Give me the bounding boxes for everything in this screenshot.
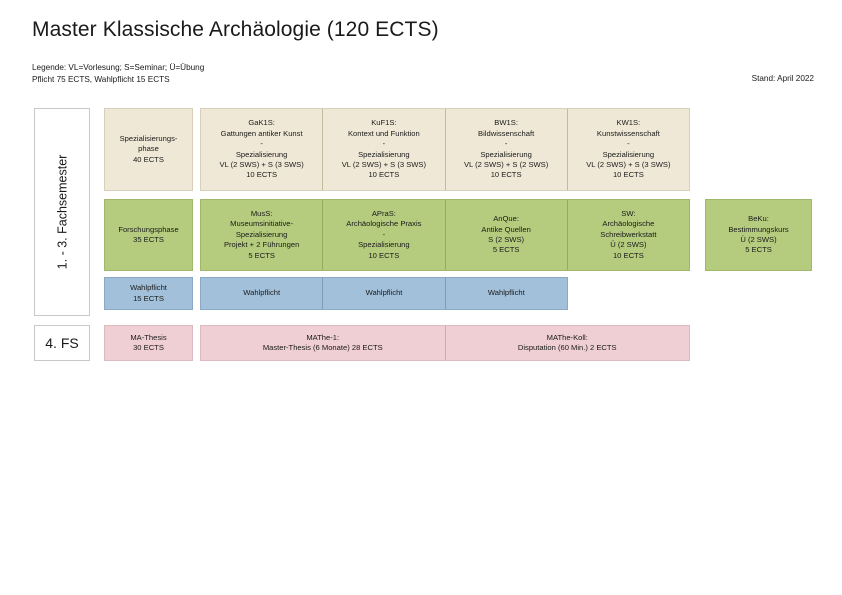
module-apras[interactable]: APraS: Archäologische Praxis - Spezialis… xyxy=(323,200,446,270)
module-gak1s[interactable]: GaK1S: Gattungen antiker Kunst - Spezial… xyxy=(201,109,324,190)
module-kuf1s[interactable]: KuF1S: Kontext und Funktion - Spezialisi… xyxy=(323,109,446,190)
module-bw1s-text: BW1S: Bildwissenschaft - Spezialisierung… xyxy=(463,118,549,180)
row-spezialisierungsphase: GaK1S: Gattungen antiker Kunst - Spezial… xyxy=(200,108,690,191)
version-date: Stand: April 2022 xyxy=(751,74,814,83)
phase-ma-thesis: MA-Thesis 30 ECTS xyxy=(104,325,193,361)
phase-spezialisierungsphase: Spezialisierungs- phase 40 ECTS xyxy=(104,108,193,191)
module-kw1s[interactable]: KW1S: Kunstwissenschaft - Spezialisierun… xyxy=(568,109,689,190)
semester-label-4: 4. FS xyxy=(34,325,90,361)
module-kuf1s-text: KuF1S: Kontext und Funktion - Spezialisi… xyxy=(341,118,427,180)
module-bw1s[interactable]: BW1S: Bildwissenschaft - Spezialisierung… xyxy=(446,109,568,190)
row-thesis: MAThe-1: Master-Thesis (6 Monate) 28 ECT… xyxy=(200,325,690,361)
legend-line-2: Pflicht 75 ECTS, Wahlpflicht 15 ECTS xyxy=(32,75,170,84)
module-muss[interactable]: MusS: Museumsinitiative- Spezialisierung… xyxy=(201,200,324,270)
module-sw[interactable]: SW: Archäologische Schreibwerkstatt Ü (2… xyxy=(600,208,657,260)
module-kw1s-text: KW1S: Kunstwissenschaft - Spezialisierun… xyxy=(586,118,671,180)
module-mathe-1[interactable]: MAThe-1: Master-Thesis (6 Monate) 28 ECT… xyxy=(201,326,446,360)
row-forschungsphase: MusS: Museumsinitiative- Spezialisierung… xyxy=(200,199,690,271)
wahlpflicht-slot-1[interactable]: Wahlpflicht xyxy=(201,278,324,309)
module-anque[interactable]: AnQue: Antike Quellen S (2 SWS) 5 ECTS xyxy=(446,200,568,270)
legend: Legende: VL=Vorlesung; S=Seminar; Ü=Übun… xyxy=(32,62,204,86)
phase-wahlpflicht: Wahlpflicht 15 ECTS xyxy=(104,277,193,310)
page-title: Master Klassische Archäologie (120 ECTS) xyxy=(32,18,439,41)
phase-forschungsphase: Forschungsphase 35 ECTS xyxy=(104,199,193,271)
wahlpflicht-slot-2[interactable]: Wahlpflicht xyxy=(323,278,446,309)
module-gak1s-text: GaK1S: Gattungen antiker Kunst - Spezial… xyxy=(219,118,304,180)
module-mathe-koll[interactable]: MAThe-Koll: Disputation (60 Min.) 2 ECTS xyxy=(517,332,617,352)
legend-line-1: Legende: VL=Vorlesung; S=Seminar; Ü=Übun… xyxy=(32,63,205,72)
row-wahlpflicht: Wahlpflicht Wahlpflicht Wahlpflicht xyxy=(200,277,568,310)
semester-label-1-3-text: 1. - 3. Fachsemester xyxy=(55,154,69,270)
module-beku[interactable]: BeKu: Bestimmungskurs Ü (2 SWS) 5 ECTS xyxy=(705,199,812,271)
wahlpflicht-slot-3[interactable]: Wahlpflicht xyxy=(487,288,525,298)
semester-label-1-3: 1. - 3. Fachsemester xyxy=(34,108,90,316)
